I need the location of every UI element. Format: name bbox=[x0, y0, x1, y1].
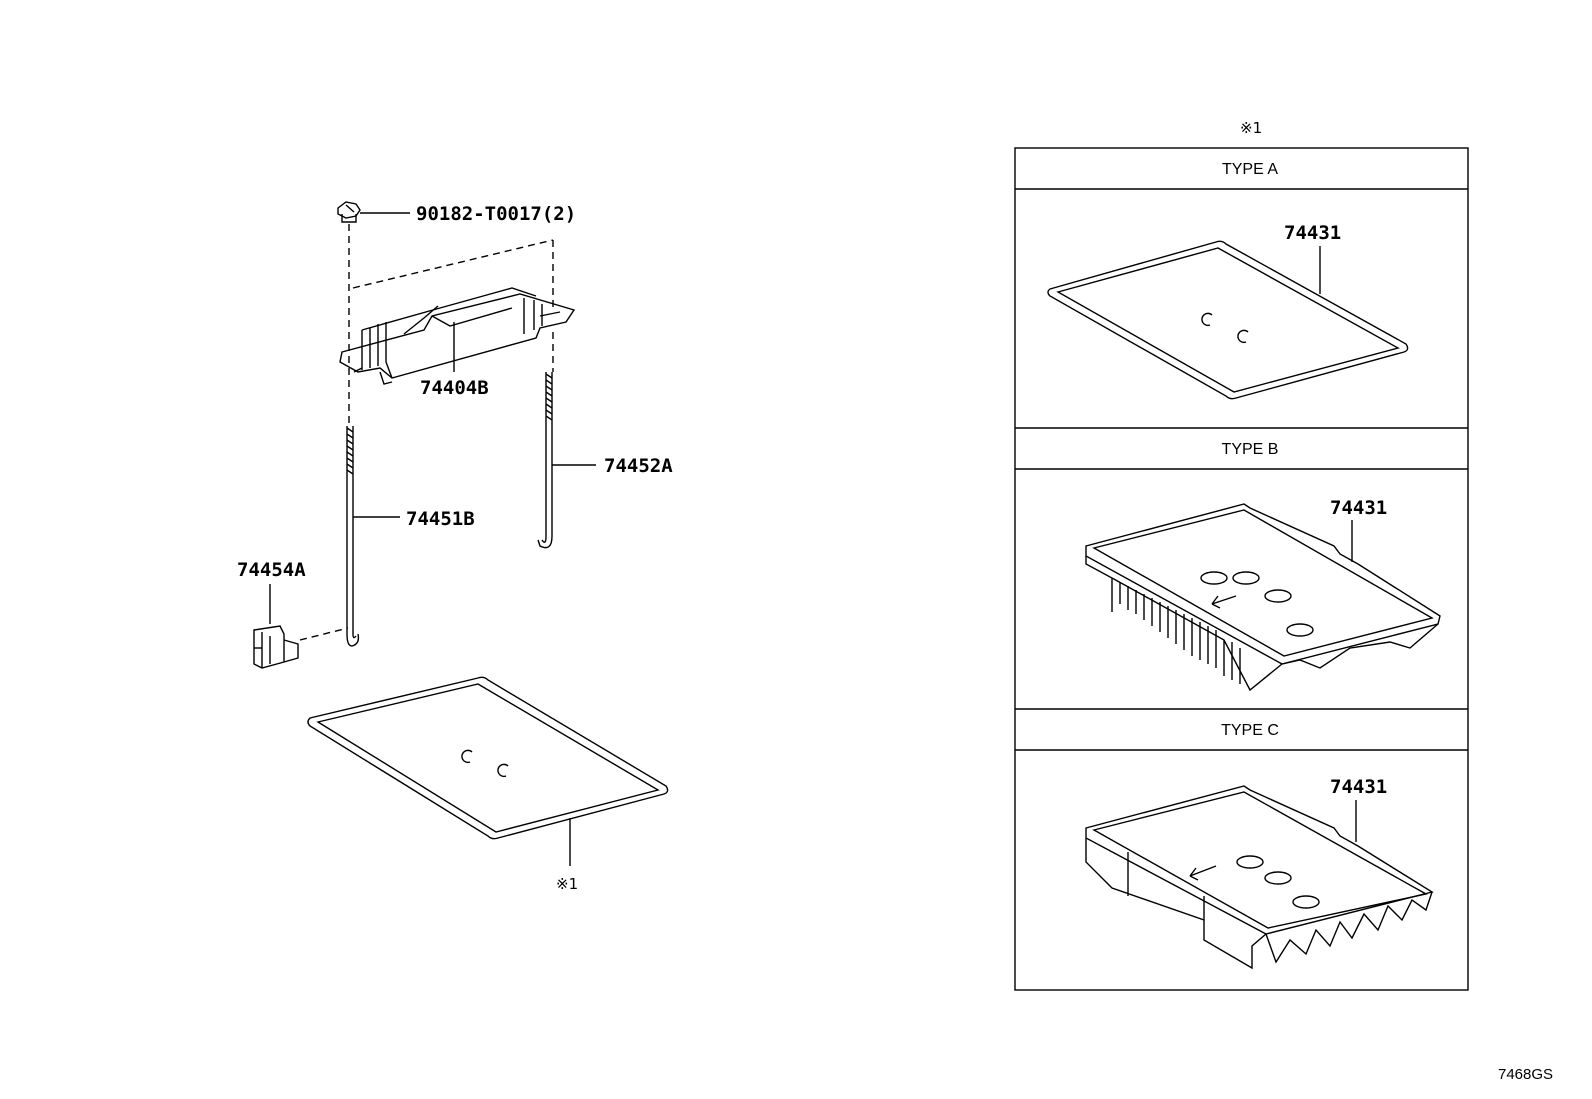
assembly-dashed-lines bbox=[299, 224, 554, 641]
panel-note-label: ※1 bbox=[1240, 119, 1262, 137]
rod-right-part-label: 74452A bbox=[604, 455, 673, 477]
battery-tray-icon bbox=[307, 676, 669, 840]
type-panel-frame bbox=[1014, 147, 1469, 991]
figure-code: 7468GS bbox=[1498, 1066, 1553, 1083]
type-b-tray-icon bbox=[1085, 503, 1441, 692]
bolt-part-label: 90182-T0017(2) bbox=[416, 203, 576, 225]
clamp-part-label: 74404B bbox=[420, 377, 489, 399]
clip-part-label: 74454A bbox=[237, 559, 306, 581]
tray-note-label: ※1 bbox=[556, 875, 578, 893]
battery-clamp-icon bbox=[339, 287, 576, 385]
type-c-label: TYPE C bbox=[1221, 722, 1279, 739]
type-c-tray-icon bbox=[1085, 785, 1434, 970]
hold-down-rod-left-icon bbox=[346, 426, 360, 647]
rod-left-part-label: 74451B bbox=[406, 508, 475, 530]
clip-icon bbox=[253, 625, 299, 669]
type-a-tray-icon bbox=[1047, 240, 1409, 400]
type-b-label: TYPE B bbox=[1222, 441, 1279, 458]
type-a-part-label: 74431 bbox=[1284, 222, 1341, 244]
type-c-part-label: 74431 bbox=[1330, 776, 1387, 798]
type-b-part-label: 74431 bbox=[1330, 497, 1387, 519]
type-a-label: TYPE A bbox=[1222, 161, 1278, 178]
bolt-icon bbox=[337, 201, 361, 223]
hold-down-rod-right-icon bbox=[537, 372, 553, 549]
